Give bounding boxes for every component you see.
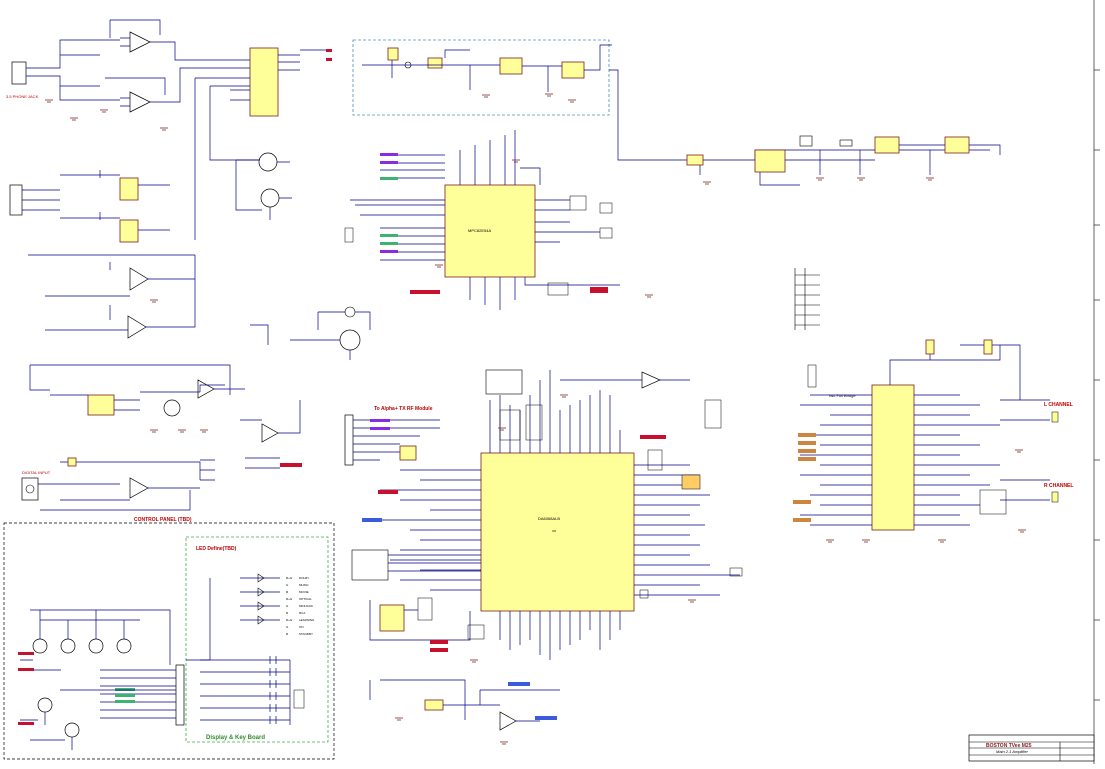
dsp-label: DA6068ALB [538, 516, 560, 521]
led-name-8: STANDBY [299, 632, 313, 636]
led-name-5: RCA [299, 611, 305, 615]
sheet-border [1093, 0, 1100, 764]
led-name-6: LEARNING [299, 618, 315, 622]
usb-input-section [9, 109, 196, 339]
led-name-7: ON [299, 625, 304, 629]
led-code-2: R [286, 590, 289, 594]
title-block: BOSTON TVee M25 Main 2.1 Amplifier [968, 734, 1095, 762]
led-name-2: MOVIE [299, 590, 309, 594]
rf-module-section: To Alpha+ TX RF Module [344, 406, 440, 466]
led-code-6: R+G [286, 618, 293, 622]
led-code-1: G [286, 583, 289, 587]
led-board-box [185, 536, 329, 743]
l-channel-label: L CHANNEL [1044, 402, 1073, 408]
amplifier-block: Two Full Bridge L CHANNEL R CHANNEL [793, 339, 1073, 543]
key-switches [200, 656, 291, 725]
led-code-3: R+G [286, 597, 293, 601]
sheet-title: Main 2.1 Amplifier [996, 749, 1029, 754]
dsp-ref: U8 [552, 529, 556, 533]
led-define-title: LED Define(TBD) [196, 546, 237, 552]
led-legend: R+G DOLBY G MUSIC R MOVIE R+G OPTICAL G … [286, 576, 315, 636]
r-channel-label: R CHANNEL [1044, 483, 1073, 489]
power-supply-box [352, 39, 612, 116]
mcu-chip [444, 184, 536, 278]
test-header [794, 268, 820, 330]
led-code-0: R+G [286, 576, 293, 580]
led-code-5: R [286, 611, 289, 615]
control-panel-box: CONTROL PANEL (TBD) LED Define(TBD) Disp… [3, 517, 335, 760]
eeprom-crystal-section [351, 549, 560, 745]
led-code-8: R [286, 632, 289, 636]
led-name-4: MINIJACK [299, 604, 313, 608]
mcu-label: MPC82E54A [468, 228, 491, 233]
led-array [186, 577, 280, 661]
mcu-block: MPC82E54A [344, 130, 653, 310]
led-code-4: G [286, 604, 289, 608]
amp-chip [871, 384, 915, 531]
dsp-block: DA6068ALB U8 [362, 369, 743, 663]
display-keyboard-title: Display & Key Board [206, 735, 265, 741]
opamp-2 [129, 91, 151, 113]
two-full-bridge-label: Two Full Bridge [828, 393, 856, 398]
opamp-1 [129, 31, 151, 53]
power-stage [609, 69, 1001, 186]
optical-input-label: DIGITAL INPUT [22, 470, 51, 475]
ir-receiver-section [29, 306, 371, 443]
optical-input-section: DIGITAL INPUT [21, 457, 302, 511]
rf-module-label: To Alpha+ TX RF Module [374, 406, 433, 412]
control-panel-title: CONTROL PANEL (TBD) [134, 517, 192, 523]
led-name-3: OPTICAL [299, 597, 312, 601]
phone-jack-label: 3.5 PHONE JACK [6, 94, 39, 99]
input-mux [194, 47, 332, 240]
dsp-chip [480, 452, 635, 612]
project-title: BOSTON TVee M25 [986, 743, 1032, 749]
mute-transistors [235, 152, 292, 220]
led-code-7: G [286, 625, 289, 629]
phone-jack-section: 3.5 PHONE JACK [6, 19, 250, 131]
led-name-1: MUSIC [299, 583, 310, 587]
led-name-0: DOLBY [299, 576, 309, 580]
